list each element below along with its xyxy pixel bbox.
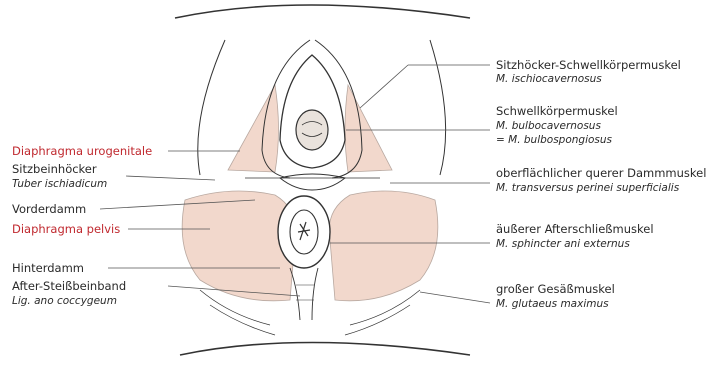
label-glutaeus-de: großer Gesäßmuskel	[496, 282, 615, 296]
label-lig-ano-coccygeum: Lig. ano coccygeum	[12, 294, 117, 308]
diaphragma-urogenitale-left	[228, 85, 279, 172]
label-bulbocavernosus-de: Schwellkörpermuskel	[496, 104, 618, 118]
label-diaphragma-pelvis: Diaphragma pelvis	[12, 222, 120, 236]
label-after-steissbeinband: After-Steißbeinband	[12, 279, 126, 293]
label-diaphragma-urogenitale: Diaphragma urogenitale	[12, 144, 152, 158]
label-bulbocavernosus-lat: M. bulbocavernosus	[496, 119, 601, 133]
body-outline	[175, 5, 470, 355]
label-vorderdamm: Vorderdamm	[12, 202, 86, 216]
diaphragma-urogenitale-right	[345, 85, 392, 172]
label-ischiocavernosus-lat: M. ischiocavernosus	[496, 72, 602, 86]
label-sitzbeinhoecker: Sitzbeinhöcker	[12, 162, 97, 176]
label-transversus-lat: M. transversus perinei superficialis	[496, 181, 679, 195]
label-hinterdamm: Hinterdamm	[12, 261, 84, 275]
label-glutaeus-lat: M. glutaeus maximus	[496, 297, 609, 311]
label-bulbospongiosus-lat: = M. bulbospongiosus	[496, 133, 612, 147]
label-sphincter-de: äußerer Afterschließmuskel	[496, 222, 654, 236]
label-sphincter-lat: M. sphincter ani externus	[496, 237, 630, 251]
label-ischiocavernosus-de: Sitzhöcker-Schwellkörpermuskel	[496, 58, 681, 72]
label-tuber-ischiadicum: Tuber ischiadicum	[12, 177, 107, 191]
label-transversus-de: oberflächlicher querer Dammmuskel	[496, 166, 706, 180]
